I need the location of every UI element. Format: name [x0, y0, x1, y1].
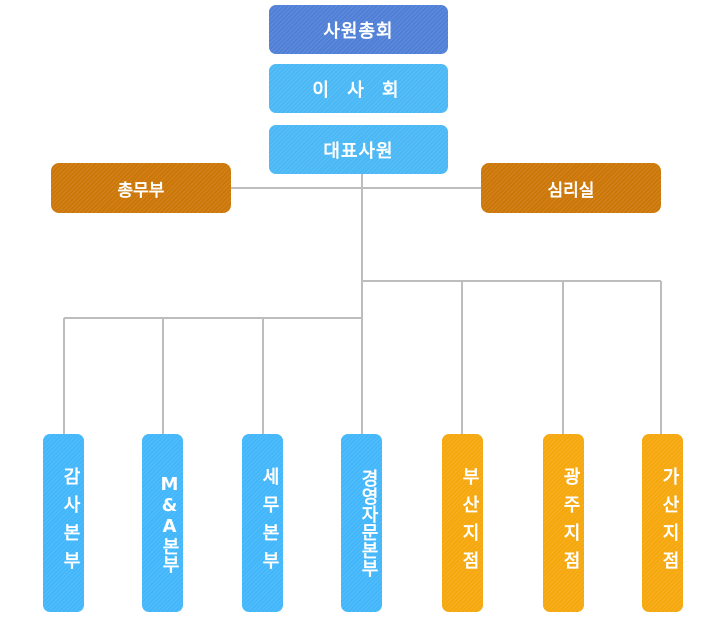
general-affairs-box: 총무부 [51, 163, 231, 213]
review-office-box: 심리실 [481, 163, 661, 213]
dept-tax-box: 세무본부 [242, 434, 283, 612]
branch-gasan-box: 가산지점 [642, 434, 683, 612]
ceo-box: 대표사원 [269, 125, 448, 174]
board-of-directors-box: 이 사 회 [269, 64, 448, 113]
dept-ma-box: M&A본부 [142, 434, 183, 612]
branch-gwangju-box: 광주지점 [543, 434, 584, 612]
branch-busan-box: 부산지점 [442, 434, 483, 612]
general-assembly-box: 사원총회 [269, 5, 448, 54]
dept-consulting-box: 경영자문본부 [341, 434, 382, 612]
dept-audit-box: 감사본부 [43, 434, 84, 612]
